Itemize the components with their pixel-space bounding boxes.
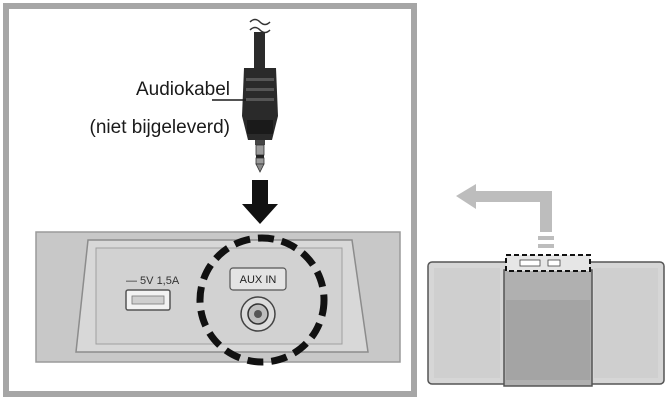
audio-system-device — [427, 254, 665, 387]
aux-port-label: AUX IN — [240, 274, 277, 286]
usb-port-icon — [125, 289, 171, 311]
highlight-dashed-circle — [196, 234, 328, 366]
grey-bent-arrow-icon — [456, 184, 554, 248]
audio-plug-icon — [242, 68, 278, 173]
cable-label-title: Audiokabel — [135, 79, 230, 100]
audio-cable — [254, 32, 265, 68]
down-arrow-icon — [242, 180, 278, 224]
cable-break-symbol — [249, 18, 271, 34]
aux-jack-icon — [240, 296, 276, 332]
usb-port-label: — 5V 1,5A — [126, 275, 180, 287]
aux-label-box — [229, 267, 287, 291]
cable-label-note: (niet bijgeleverd) — [89, 117, 230, 138]
